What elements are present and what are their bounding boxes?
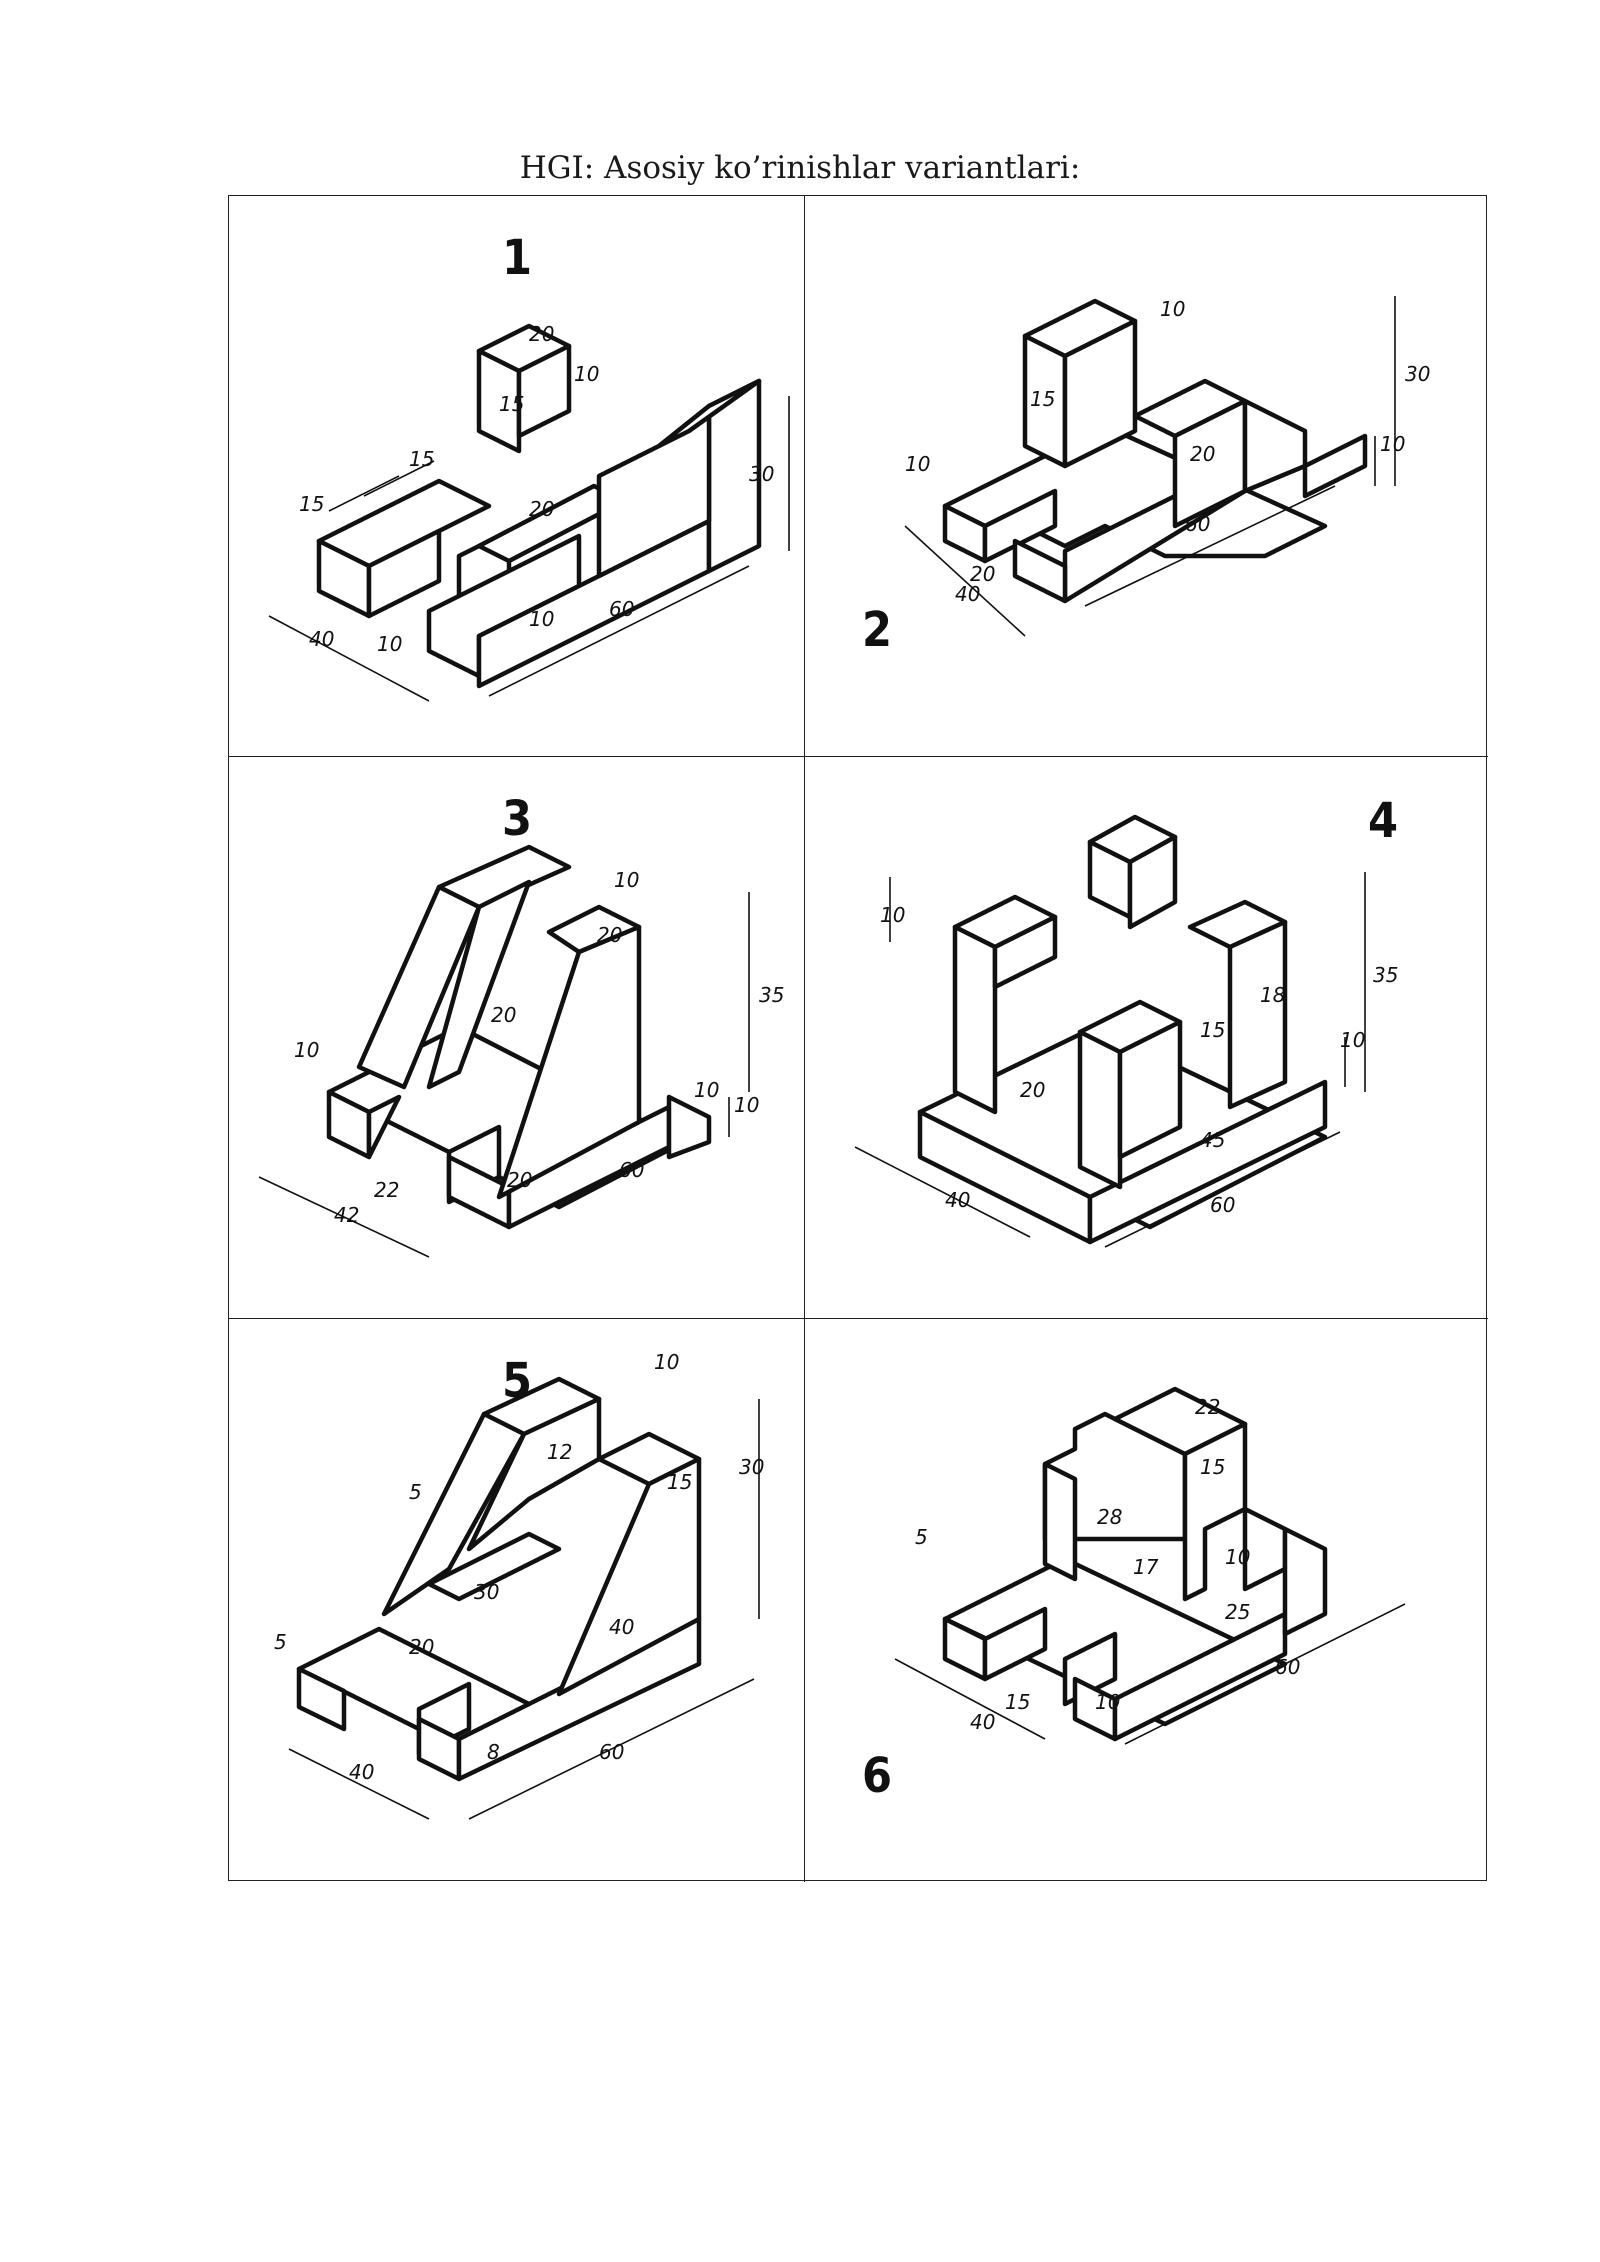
dim: 40 bbox=[945, 1188, 970, 1212]
dim: 20 bbox=[529, 497, 554, 521]
dim: 20 bbox=[409, 1635, 434, 1659]
dim: 40 bbox=[309, 627, 334, 651]
variant-cell-5: 5 10 5 12 15 30 30 5 20 40 40 8 60 bbox=[229, 1319, 805, 1882]
dim: 35 bbox=[1373, 963, 1398, 987]
dim: 15 bbox=[1200, 1018, 1225, 1042]
dim: 15 bbox=[1030, 387, 1055, 411]
dim: 40 bbox=[609, 1615, 634, 1639]
dim: 10 bbox=[294, 1038, 319, 1062]
variant-cell-2: 2 10 15 30 10 10 20 60 20 40 bbox=[805, 196, 1488, 757]
dim: 20 bbox=[491, 1003, 516, 1027]
dim: 60 bbox=[1210, 1193, 1235, 1217]
dim: 15 bbox=[409, 447, 434, 471]
dim: 42 bbox=[334, 1203, 359, 1227]
dim: 10 bbox=[574, 362, 599, 386]
variant-drawing-2: 2 10 15 30 10 10 20 60 20 40 bbox=[862, 296, 1430, 658]
dim: 20 bbox=[507, 1168, 532, 1192]
dim: 20 bbox=[529, 322, 554, 346]
dim: 12 bbox=[547, 1440, 572, 1464]
dim: 30 bbox=[739, 1455, 764, 1479]
variant-number: 3 bbox=[502, 791, 532, 847]
variant-cell-6: 6 22 15 28 17 10 25 5 60 15 40 10 bbox=[805, 1319, 1488, 1882]
dim: 20 bbox=[1190, 442, 1215, 466]
variant-cell-3: 3 10 20 20 35 10 10 10 22 42 20 60 bbox=[229, 757, 805, 1319]
dim: 30 bbox=[474, 1580, 499, 1604]
dim: 40 bbox=[349, 1760, 374, 1784]
dim: 10 bbox=[694, 1078, 719, 1102]
dim: 18 bbox=[1260, 983, 1285, 1007]
dim: 20 bbox=[970, 562, 995, 586]
dim: 10 bbox=[1380, 432, 1405, 456]
dim: 60 bbox=[1275, 1655, 1300, 1679]
dim: 45 bbox=[1200, 1128, 1225, 1152]
dim: 28 bbox=[1097, 1505, 1122, 1529]
dim: 10 bbox=[1225, 1545, 1250, 1569]
dim: 15 bbox=[1005, 1690, 1030, 1714]
dim: 30 bbox=[749, 462, 774, 486]
dim: 20 bbox=[1020, 1078, 1045, 1102]
dim: 10 bbox=[529, 607, 554, 631]
dim: 5 bbox=[274, 1630, 287, 1654]
dim: 60 bbox=[1185, 512, 1210, 536]
dim: 10 bbox=[734, 1093, 759, 1117]
dim: 40 bbox=[970, 1710, 995, 1734]
dim: 25 bbox=[1225, 1600, 1250, 1624]
dim: 15 bbox=[1200, 1455, 1225, 1479]
variant-drawing-1: 1 20 10 15 15 15 20 30 bbox=[268, 230, 790, 702]
variant-drawing-3: 3 10 20 20 35 10 10 10 22 42 20 60 bbox=[258, 791, 784, 1258]
dim: 15 bbox=[499, 392, 524, 416]
variant-cell-1: 1 20 10 15 15 15 20 30 bbox=[229, 196, 805, 757]
dim: 60 bbox=[609, 597, 634, 621]
dim: 22 bbox=[374, 1178, 399, 1202]
dim: 20 bbox=[597, 923, 622, 947]
dim: 10 bbox=[1340, 1028, 1365, 1052]
dim: 10 bbox=[880, 903, 905, 927]
dim: 15 bbox=[667, 1470, 692, 1494]
dim: 8 bbox=[487, 1740, 500, 1764]
variant-number: 4 bbox=[1368, 793, 1398, 849]
page-title: HGI: Asosiy ko’rinishlar variantlari: bbox=[519, 150, 1081, 186]
dim: 22 bbox=[1195, 1395, 1220, 1419]
variant-number: 1 bbox=[502, 230, 532, 286]
dim: 10 bbox=[377, 632, 402, 656]
variant-drawing-4: 4 10 35 10 15 18 20 45 40 60 bbox=[854, 793, 1398, 1248]
dim: 30 bbox=[1405, 362, 1430, 386]
dim: 10 bbox=[654, 1350, 679, 1374]
dim: 35 bbox=[759, 983, 784, 1007]
dim: 60 bbox=[619, 1158, 644, 1182]
dim: 10 bbox=[1160, 297, 1185, 321]
dim: 5 bbox=[915, 1525, 928, 1549]
variant-number: 5 bbox=[502, 1353, 532, 1409]
dim: 10 bbox=[614, 868, 639, 892]
variants-table: 1 20 10 15 15 15 20 30 bbox=[228, 195, 1488, 1882]
dim: 5 bbox=[409, 1480, 422, 1504]
variant-drawing-5: 5 10 5 12 15 30 30 5 20 40 40 8 60 bbox=[274, 1350, 764, 1820]
variant-drawing-6: 6 22 15 28 17 10 25 5 60 15 40 10 bbox=[862, 1386, 1406, 1804]
dim: 40 bbox=[955, 582, 980, 606]
variant-number: 6 bbox=[862, 1748, 892, 1804]
dim: 10 bbox=[905, 452, 930, 476]
dim: 10 bbox=[1095, 1690, 1120, 1714]
dim: 17 bbox=[1133, 1555, 1159, 1579]
variant-number: 2 bbox=[862, 602, 892, 658]
dim: 60 bbox=[599, 1740, 624, 1764]
variant-cell-4: 4 10 35 10 15 18 20 45 40 60 bbox=[805, 757, 1488, 1319]
dim: 15 bbox=[299, 492, 324, 516]
